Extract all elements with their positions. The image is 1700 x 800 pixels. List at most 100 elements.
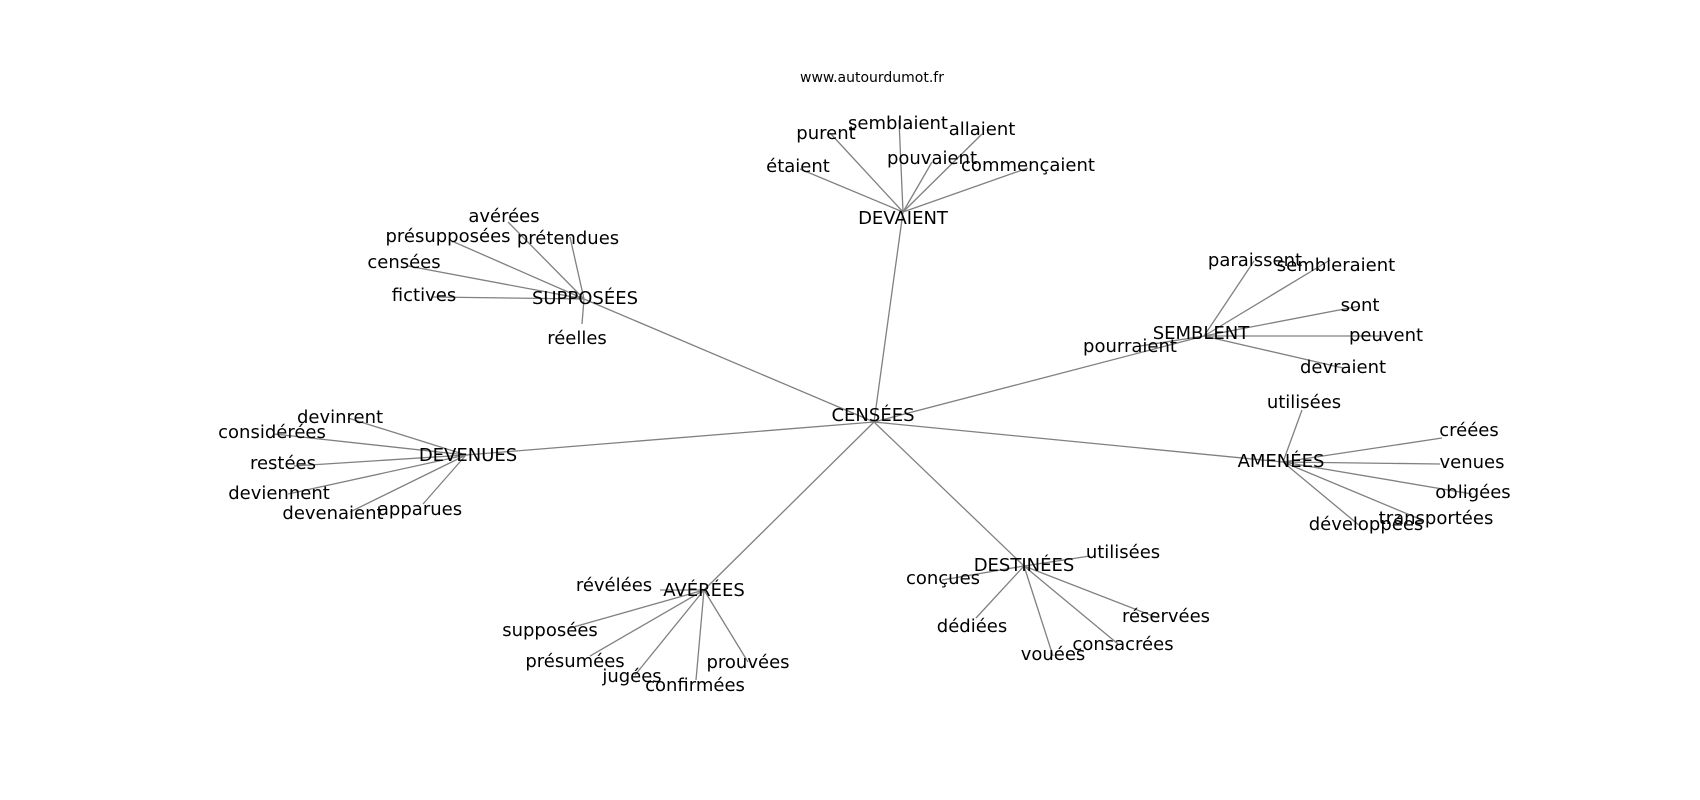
- leaf-node[interactable]: sembleraient: [1277, 255, 1395, 276]
- edge-hub-to-leaf: [349, 454, 467, 513]
- leaf-node[interactable]: peuvent: [1349, 325, 1423, 346]
- leaf-node[interactable]: révélées: [576, 575, 652, 596]
- edge-hub-to-leaf: [1203, 260, 1255, 337]
- leaf-node[interactable]: consacrées: [1072, 634, 1173, 655]
- center-node[interactable]: CENSÉES: [831, 404, 914, 426]
- edge-center-to-hub: [465, 421, 875, 456]
- edge-hub-to-leaf: [941, 565, 1025, 581]
- edge-hub-to-leaf: [829, 132, 904, 213]
- leaf-node[interactable]: présupposées: [385, 226, 510, 247]
- hub-node[interactable]: DEVAIENT: [858, 208, 949, 229]
- edge-hub-to-leaf: [1203, 335, 1344, 369]
- edge-hub-to-leaf: [1023, 555, 1091, 567]
- edge-center-to-hub: [873, 335, 1205, 423]
- leaf-node[interactable]: restées: [250, 453, 316, 474]
- leaf-node[interactable]: devraient: [1300, 357, 1386, 378]
- edge-center-to-hub: [873, 211, 904, 423]
- leaf-node[interactable]: devinrent: [297, 407, 383, 428]
- leaf-node[interactable]: jugées: [601, 666, 661, 687]
- hub-node[interactable]: SUPPOSÉES: [532, 287, 638, 309]
- edge-hub-to-leaf: [1023, 565, 1159, 619]
- hub-node[interactable]: DEVENUES: [419, 445, 517, 466]
- edge-hub-to-leaf: [703, 589, 749, 663]
- leaf-node[interactable]: supposées: [502, 620, 598, 641]
- leaf-node[interactable]: prétendues: [517, 228, 619, 249]
- edge-hub-to-leaf: [1282, 437, 1443, 463]
- edge-hub-to-leaf: [902, 133, 983, 213]
- edge-hub-to-leaf: [1203, 259, 1331, 337]
- edge-hub-to-leaf: [1282, 461, 1423, 521]
- leaf-node[interactable]: censées: [367, 252, 440, 273]
- edge-hub-to-leaf: [287, 454, 467, 495]
- leaf-node[interactable]: vouées: [1021, 644, 1086, 665]
- edge-hub-to-leaf: [581, 298, 585, 325]
- leaf-node[interactable]: réelles: [547, 328, 607, 349]
- edge-hub-to-leaf: [507, 221, 585, 300]
- leaf-node[interactable]: dédiées: [937, 616, 1007, 637]
- leaf-node[interactable]: fictives: [392, 285, 456, 306]
- leaf-node[interactable]: utilisées: [1086, 542, 1160, 563]
- leaf-node[interactable]: confirmées: [645, 675, 745, 696]
- leaf-node[interactable]: venues: [1440, 452, 1505, 473]
- leaf-node[interactable]: obligées: [1435, 482, 1510, 503]
- edge-hub-to-leaf: [1023, 565, 1054, 657]
- edge-hub-to-leaf: [453, 241, 585, 300]
- edge-hub-to-leaf: [1282, 461, 1473, 495]
- edge-hub-to-leaf: [1282, 461, 1441, 465]
- leaf-node[interactable]: réservées: [1122, 606, 1210, 627]
- edge-hub-to-leaf: [569, 589, 705, 629]
- graph-edges: [273, 119, 1473, 681]
- edge-hub-to-leaf: [902, 167, 1029, 213]
- leaf-node[interactable]: paraissent: [1208, 250, 1302, 271]
- leaf-node[interactable]: semblaient: [848, 113, 948, 134]
- edge-hub-to-leaf: [1282, 461, 1361, 527]
- hub-node[interactable]: AVÉRÉES: [663, 579, 745, 601]
- edge-hub-to-leaf: [1023, 565, 1119, 645]
- edge-center-to-hub: [873, 421, 1025, 567]
- edge-hub-to-leaf: [273, 433, 467, 456]
- hub-node[interactable]: AMENÉES: [1238, 450, 1325, 472]
- edge-center-to-hub: [873, 421, 1284, 463]
- edge-hub-to-leaf: [407, 265, 585, 300]
- edge-hub-to-leaf: [347, 417, 467, 456]
- leaf-node[interactable]: commençaient: [961, 155, 1095, 176]
- leaf-node[interactable]: utilisées: [1267, 392, 1341, 413]
- site-watermark: www.autourdumot.fr: [800, 70, 944, 86]
- leaf-node[interactable]: prouvées: [706, 652, 789, 673]
- edge-center-to-hub: [583, 298, 875, 423]
- hub-node[interactable]: SEMBLENT: [1153, 323, 1251, 344]
- leaf-node[interactable]: présumées: [525, 651, 624, 672]
- edge-hub-to-leaf: [422, 454, 467, 505]
- leaf-node[interactable]: conçues: [906, 568, 980, 589]
- edge-hub-to-leaf: [975, 565, 1025, 619]
- edge-hub-to-leaf: [293, 454, 467, 467]
- edge-hub-to-leaf: [431, 296, 585, 300]
- edge-hub-to-leaf: [569, 236, 585, 300]
- leaf-node[interactable]: considérées: [218, 422, 326, 443]
- edge-hub-to-leaf: [1203, 305, 1361, 337]
- leaf-node[interactable]: développées: [1309, 514, 1424, 535]
- leaf-node[interactable]: purent: [796, 123, 855, 144]
- leaf-node[interactable]: transportées: [1379, 508, 1494, 529]
- leaf-node[interactable]: apparues: [378, 499, 462, 520]
- edge-hub-to-leaf: [799, 168, 904, 213]
- edge-hub-to-leaf: [589, 589, 705, 657]
- hub-node[interactable]: DESTINÉES: [974, 554, 1075, 576]
- leaf-node[interactable]: avérées: [468, 206, 539, 227]
- edge-hub-to-leaf: [634, 589, 705, 676]
- edge-hub-to-leaf: [902, 161, 933, 213]
- leaf-node[interactable]: sont: [1341, 295, 1380, 316]
- leaf-node[interactable]: allaient: [949, 119, 1016, 140]
- leaf-node[interactable]: devenaient: [282, 503, 383, 524]
- leaf-node[interactable]: deviennent: [228, 483, 330, 504]
- edge-hub-to-leaf: [1139, 335, 1205, 347]
- leaf-node[interactable]: créées: [1439, 420, 1499, 441]
- leaf-node[interactable]: pourraient: [1083, 336, 1177, 357]
- edge-center-to-hub: [703, 421, 875, 591]
- edge-hub-to-leaf: [695, 589, 705, 681]
- edge-hub-to-leaf: [898, 119, 904, 213]
- leaf-node[interactable]: étaient: [766, 156, 830, 177]
- leaf-node[interactable]: pouvaient: [887, 148, 977, 169]
